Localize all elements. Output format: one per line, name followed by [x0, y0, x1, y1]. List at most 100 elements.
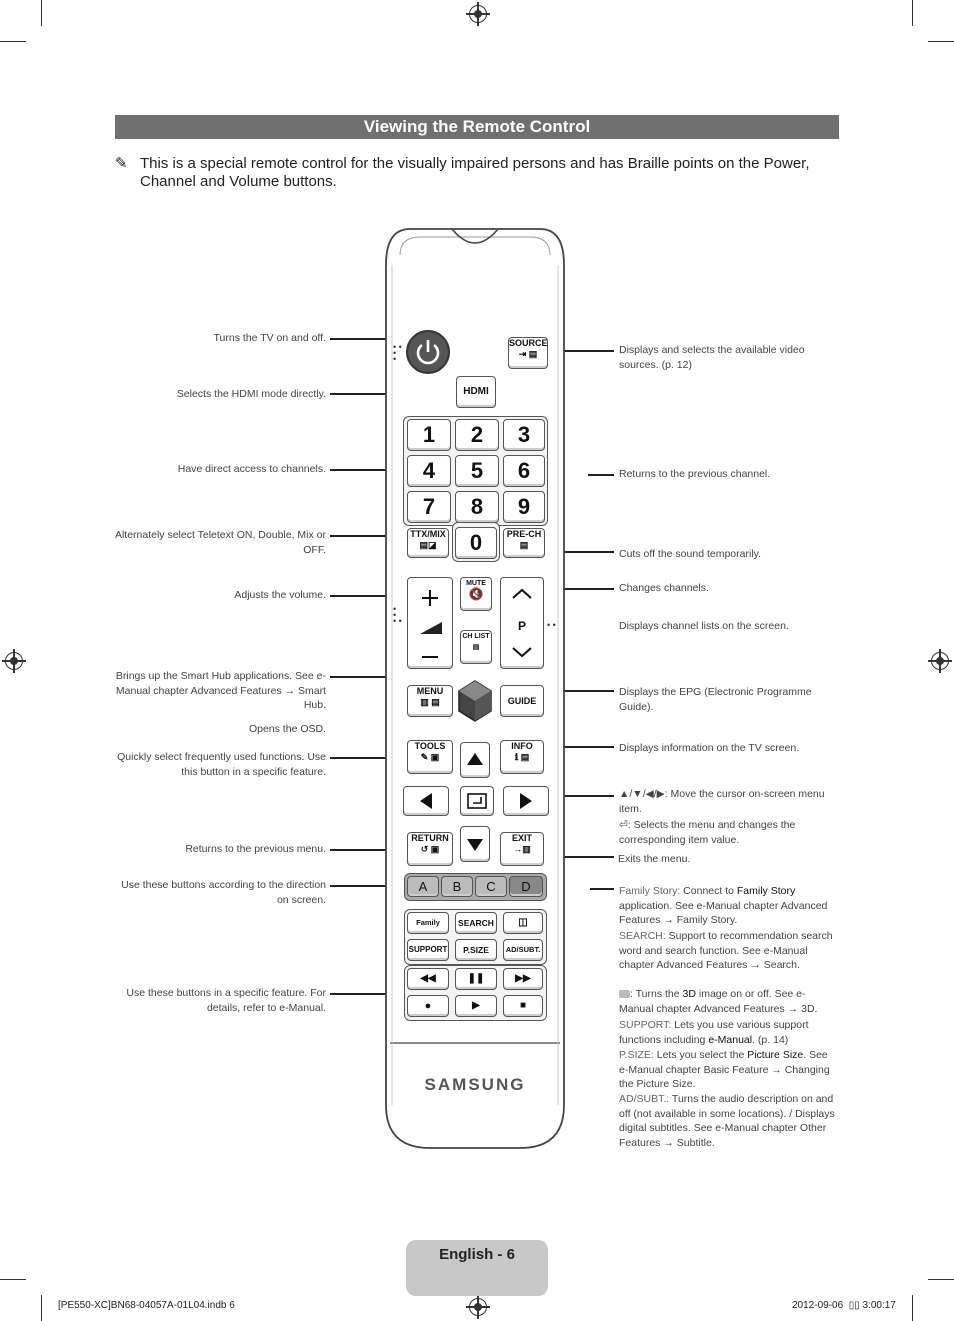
- crop-mark: [41, 0, 42, 26]
- brand-logo: SAMSUNG: [424, 1075, 526, 1094]
- pause-button[interactable]: ❚❚: [455, 968, 497, 990]
- leader-line: [556, 795, 614, 797]
- number-6-button[interactable]: 6: [503, 455, 545, 487]
- list-icon: ▤: [472, 644, 480, 651]
- label-numbers: Have direct access to channels.: [177, 463, 326, 475]
- label-support: SUPPORT: Lets you use various support fu…: [619, 1019, 809, 1046]
- registration-mark-icon: [928, 649, 952, 673]
- label-info: Displays information on the TV screen.: [619, 742, 800, 754]
- fast-forward-button[interactable]: ▶▶: [503, 968, 543, 990]
- label-hdmi: Selects the HDMI mode directly.: [176, 388, 326, 400]
- registration-mark-icon: [466, 2, 490, 26]
- label-cursor: ▲/▼/◀/▶: Move the cursor on-screen menu …: [619, 788, 825, 815]
- number-7-button[interactable]: 7: [407, 491, 451, 523]
- crop-mark: [928, 41, 954, 42]
- left-arrow-button[interactable]: [403, 786, 449, 816]
- down-arrow-icon: [467, 839, 483, 851]
- label-volume: Adjusts the volume.: [234, 589, 326, 601]
- leader-line: [548, 350, 614, 352]
- power-button[interactable]: [406, 330, 450, 374]
- support-button[interactable]: SUPPORT: [407, 939, 449, 961]
- number-2-button[interactable]: 2: [455, 419, 499, 451]
- stop-icon: ■: [519, 1000, 527, 1011]
- p-size-button[interactable]: P.SIZE: [455, 939, 497, 961]
- label-menu: Opens the OSD.: [248, 723, 326, 735]
- label-channel: Changes channels.: [619, 582, 709, 594]
- pause-icon: ❚❚: [467, 973, 485, 984]
- green-b-button[interactable]: B: [441, 876, 473, 897]
- exit-icon: →▥: [513, 844, 531, 854]
- ttx-mix-button[interactable]: TTX/MIX▤◪: [407, 528, 449, 558]
- number-9-button[interactable]: 9: [503, 491, 545, 523]
- label-family-story: Family Story: Connect to Family Story ap…: [619, 885, 828, 926]
- blue-d-button[interactable]: D: [509, 876, 543, 897]
- pre-ch-button[interactable]: PRE-CH▤: [503, 528, 545, 558]
- mute-icon: 🔇: [468, 587, 484, 601]
- crop-mark: [928, 1279, 954, 1280]
- ch-list-button[interactable]: CH LIST▤: [460, 630, 492, 664]
- label-smarthub: Brings up the Smart Hub applications. Se…: [115, 670, 326, 711]
- guide-button[interactable]: GUIDE: [500, 685, 544, 717]
- label-media: Use these buttons in a specific feature.…: [126, 987, 326, 1014]
- page-number: English - 6: [439, 1246, 515, 1263]
- volume-rocker[interactable]: [407, 577, 453, 669]
- number-4-button[interactable]: 4: [407, 455, 451, 487]
- number-1-button[interactable]: 1: [407, 419, 451, 451]
- tools-button[interactable]: TOOLS✎ ▣: [407, 740, 453, 774]
- page-number-tab: [406, 1240, 548, 1296]
- label-search: SEARCH: Support to recommendation search…: [619, 930, 833, 971]
- hdmi-button[interactable]: HDMI: [456, 376, 496, 408]
- braille-dots: • •: [547, 620, 556, 630]
- volume-icon: [420, 590, 442, 658]
- section-title: Viewing the Remote Control: [115, 115, 839, 139]
- note-text: This is a special remote control for the…: [140, 155, 810, 190]
- down-arrow-button[interactable]: [460, 826, 490, 862]
- label-enter: ⏎: Selects the menu and changes the corr…: [619, 819, 796, 846]
- label-return: Returns to the previous menu.: [185, 843, 326, 855]
- source-button[interactable]: SOURCE⇥ ▤: [508, 337, 548, 369]
- up-arrow-button[interactable]: [460, 742, 490, 778]
- braille-dots: ••• •: [393, 604, 402, 626]
- mute-button[interactable]: MUTE🔇: [460, 577, 492, 611]
- leader-line: [546, 690, 614, 692]
- return-button[interactable]: RETURN↺ ▣: [407, 832, 453, 866]
- stop-button[interactable]: ■: [503, 995, 543, 1017]
- 3d-button[interactable]: ◫: [503, 912, 543, 934]
- enter-icon: [467, 793, 487, 809]
- crop-mark: [912, 1295, 913, 1321]
- red-a-button[interactable]: A: [407, 876, 439, 897]
- left-arrow-icon: [420, 793, 432, 809]
- right-arrow-button[interactable]: [503, 786, 549, 816]
- rewind-button[interactable]: ◀◀: [407, 968, 449, 990]
- label-power: Turns the TV on and off.: [213, 332, 326, 344]
- pre-ch-icon: ▤: [519, 540, 529, 550]
- return-icon: ↺ ▣: [420, 844, 440, 854]
- number-3-button[interactable]: 3: [503, 419, 545, 451]
- leader-line: [330, 885, 407, 887]
- record-button[interactable]: ●: [407, 995, 449, 1017]
- tools-icon: ✎ ▣: [420, 752, 440, 762]
- number-5-button[interactable]: 5: [455, 455, 499, 487]
- label-prech: Returns to the previous channel.: [619, 468, 771, 480]
- number-0-button[interactable]: 0: [455, 527, 497, 559]
- leader-line: [330, 595, 407, 597]
- label-colour: Use these buttons according to the direc…: [121, 879, 326, 906]
- leader-line: [330, 535, 407, 537]
- channel-rocker[interactable]: P: [500, 577, 544, 669]
- number-8-button[interactable]: 8: [455, 491, 499, 523]
- smart-hub-button[interactable]: [457, 679, 493, 723]
- menu-button[interactable]: MENU▥ ▤: [407, 685, 453, 717]
- enter-button[interactable]: [460, 786, 494, 816]
- ad-subt-button[interactable]: AD/SUBT.: [503, 939, 543, 961]
- search-button[interactable]: SEARCH: [455, 912, 497, 934]
- print-date: 2012-09-06 ▯▯ 3:00:17: [792, 1300, 896, 1311]
- family-story-button[interactable]: Family Story: [407, 912, 449, 947]
- label-3d: : Turns the 3D image on or off. See e-Ma…: [619, 988, 818, 1015]
- info-icon: ℹ ▤: [514, 752, 530, 762]
- yellow-c-button[interactable]: C: [475, 876, 507, 897]
- play-button[interactable]: ▶: [455, 995, 497, 1017]
- note-paragraph: ✎ This is a special remote control for t…: [115, 155, 840, 191]
- exit-button[interactable]: EXIT→▥: [500, 832, 544, 866]
- registration-mark-icon: [466, 1295, 490, 1319]
